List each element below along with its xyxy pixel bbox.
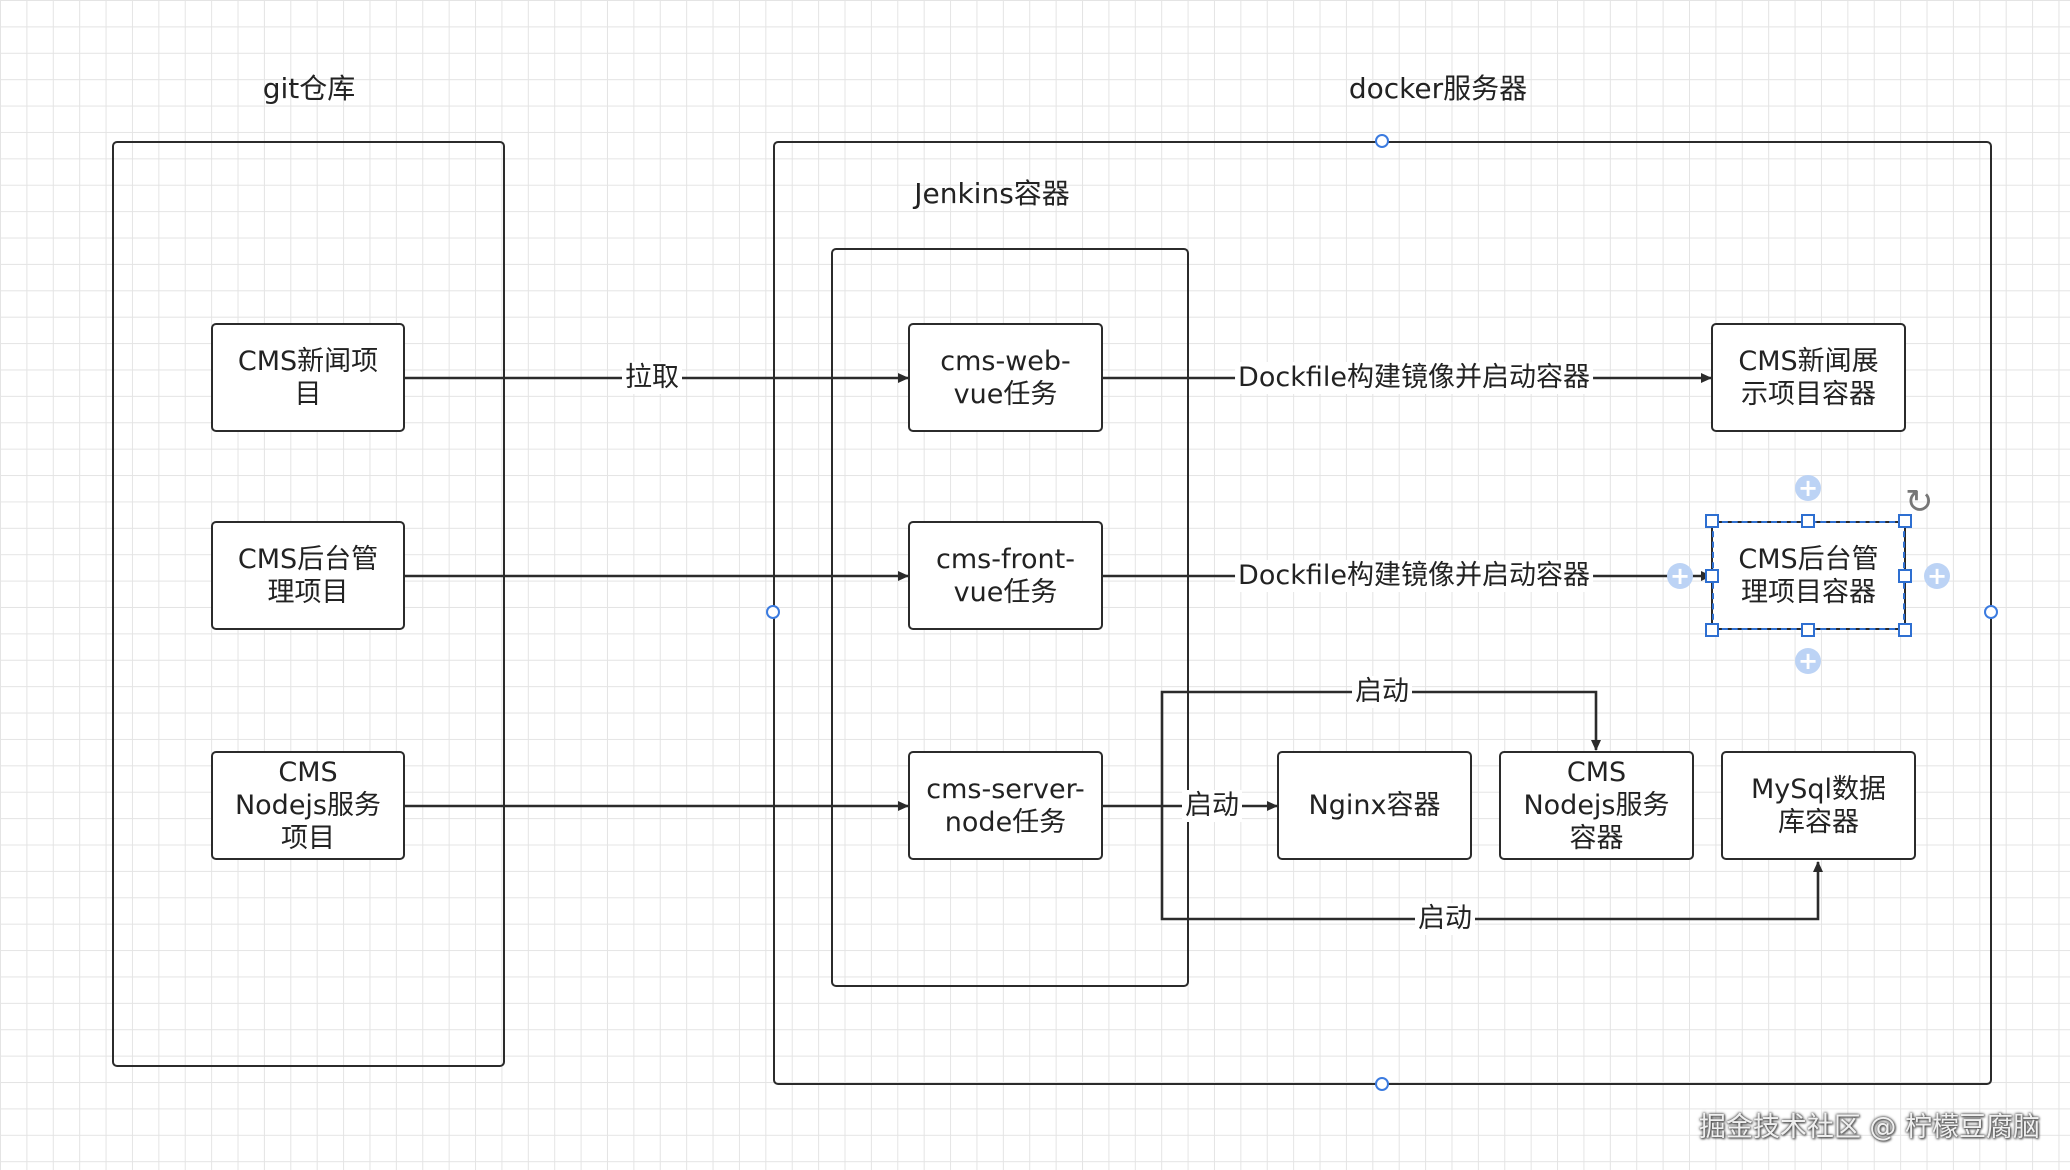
resize-handle-nw[interactable] bbox=[1705, 514, 1719, 528]
watermark: 掘金技术社区 @ 柠檬豆腐脑 bbox=[1698, 1112, 2040, 1143]
node-line: CMS后台管 bbox=[237, 543, 379, 575]
edge-label-dockerfile-2: Dockfile构建镜像并启动容器 bbox=[1235, 560, 1593, 592]
resize-handle-ne[interactable] bbox=[1898, 514, 1912, 528]
node-mysql-container[interactable]: MySql数据库容器 bbox=[1721, 751, 1916, 860]
git-repo-label: git仓库 bbox=[262, 72, 356, 105]
node-line: MySql数据 bbox=[1750, 773, 1887, 805]
node-line: Nodejs服务 bbox=[1523, 790, 1670, 821]
resize-handle-se[interactable] bbox=[1898, 623, 1912, 637]
node-line: 理项目 bbox=[267, 576, 349, 608]
node-line: 库容器 bbox=[1778, 806, 1859, 838]
node-line: CMS bbox=[278, 757, 338, 788]
node-nginx-container[interactable]: Nginx容器 bbox=[1277, 751, 1472, 860]
resize-handle-w[interactable] bbox=[1705, 569, 1719, 583]
docker-connector-left[interactable] bbox=[766, 605, 780, 619]
resize-handle-e[interactable] bbox=[1898, 569, 1912, 583]
node-line: 理项目容器 bbox=[1740, 576, 1876, 608]
node-line: Nginx容器 bbox=[1308, 790, 1441, 821]
node-line: cms-front- bbox=[936, 543, 1075, 575]
node-cms-news-project[interactable]: CMS新闻项目 bbox=[211, 323, 405, 432]
docker-connector-top[interactable] bbox=[1375, 134, 1389, 148]
add-connector-bottom-icon[interactable]: + bbox=[1795, 648, 1821, 674]
edge-server-node-to-mysql-container[interactable] bbox=[1160, 806, 1823, 921]
node-line: CMS后台管 bbox=[1738, 543, 1879, 575]
jenkins-container-group[interactable] bbox=[831, 248, 1189, 987]
node-line: CMS新闻展 bbox=[1738, 345, 1879, 377]
docker-connector-bottom[interactable] bbox=[1375, 1077, 1389, 1091]
git-repo-group[interactable] bbox=[112, 141, 505, 1067]
node-cms-front-vue-task[interactable]: cms-front-vue任务 bbox=[908, 521, 1103, 630]
node-line: 项目 bbox=[280, 823, 335, 854]
node-cms-web-vue-task[interactable]: cms-web-vue任务 bbox=[908, 323, 1103, 432]
resize-handle-n[interactable] bbox=[1801, 514, 1815, 528]
add-connector-left-icon[interactable]: + bbox=[1667, 563, 1693, 589]
edge-label-start-nodejs: 启动 bbox=[1352, 676, 1412, 708]
node-cms-news-container[interactable]: CMS新闻展示项目容器 bbox=[1711, 323, 1906, 432]
docker-server-label: docker服务器 bbox=[1348, 72, 1528, 105]
node-line: 示项目容器 bbox=[1740, 378, 1876, 410]
node-line: CMS新闻项 bbox=[237, 345, 379, 377]
resize-handle-sw[interactable] bbox=[1705, 623, 1719, 637]
edge-label-start-mysql: 启动 bbox=[1415, 903, 1475, 935]
node-cms-admin-project[interactable]: CMS后台管理项目 bbox=[211, 521, 405, 630]
add-connector-right-icon[interactable]: + bbox=[1924, 563, 1950, 589]
node-line: Nodejs服务 bbox=[234, 790, 382, 821]
node-line: CMS bbox=[1566, 757, 1627, 788]
add-connector-top-icon[interactable]: + bbox=[1795, 475, 1821, 501]
node-cms-admin-container[interactable]: CMS后台管理项目容器 bbox=[1711, 521, 1906, 630]
edge-label-dockerfile-1: Dockfile构建镜像并启动容器 bbox=[1235, 362, 1593, 394]
node-line: cms-web- bbox=[940, 345, 1071, 377]
node-line: node任务 bbox=[944, 806, 1067, 838]
edge-label-start-nginx: 启动 bbox=[1182, 790, 1242, 822]
node-line: cms-server- bbox=[926, 773, 1085, 805]
node-cms-server-node-task[interactable]: cms-server-node任务 bbox=[908, 751, 1103, 860]
node-line: vue任务 bbox=[953, 576, 1058, 608]
docker-connector-right[interactable] bbox=[1984, 605, 1998, 619]
rotate-icon[interactable]: ↻ bbox=[1905, 482, 1934, 522]
node-line: vue任务 bbox=[953, 378, 1058, 410]
node-line: 容器 bbox=[1569, 823, 1624, 854]
jenkins-container-label: Jenkins容器 bbox=[914, 177, 1070, 210]
node-line: 目 bbox=[294, 378, 322, 410]
resize-handle-s[interactable] bbox=[1801, 623, 1815, 637]
edge-label-pull: 拉取 bbox=[622, 362, 682, 394]
